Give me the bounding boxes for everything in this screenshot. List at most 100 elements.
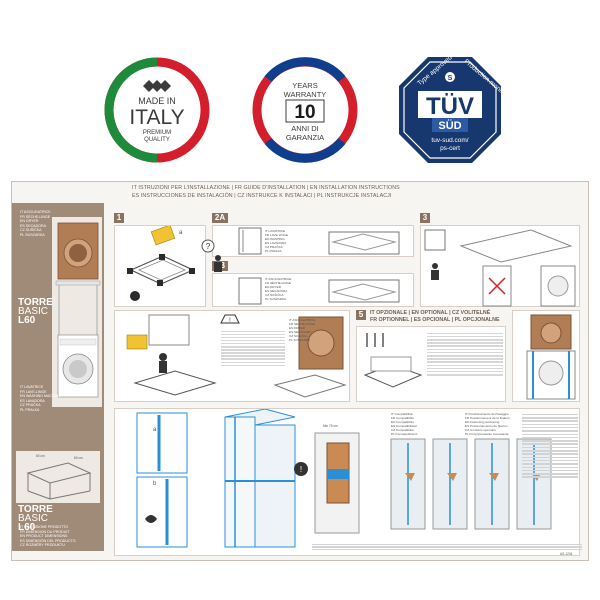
bottom-lang-list: IT DIMENSIONE PRODOTTO FR DIMENSION DU P…: [20, 525, 76, 548]
mid-lang-list: IT LAVATRICE FR LAVE-LINGE EN WASHING MA…: [20, 385, 61, 413]
label-a-step7: a: [153, 427, 157, 433]
tuv-check-icon: [445, 72, 455, 82]
list-item: CZ SUŠIČKA: [289, 333, 308, 338]
list-item: PL Kompatybilność: [391, 431, 418, 436]
step-5-drawing: [363, 333, 423, 388]
list-item: IT DIMENSIONE PRODOTTO: [20, 525, 69, 529]
tuv-word2: SÜD: [438, 119, 461, 132]
list-item: CZ Kompatibilita: [391, 427, 414, 432]
step-6-drawing: [526, 314, 576, 400]
step-4-panel: ! IT ASCIUGATRICE FR SÈCHE-LINGE EN DRYE…: [114, 310, 350, 402]
list-item: ES Compatibilidad: [391, 423, 417, 428]
list-item: IT Posizionamento del fissaggio: [465, 412, 509, 416]
step-7-panel: ! a b Min 75 cm IT Compatibilità FR Comp…: [114, 408, 580, 556]
list-item: EN Compatibility: [391, 419, 414, 424]
list-item: EN Fastening positioning: [465, 419, 500, 424]
step-2a-drawing: [238, 227, 400, 255]
step-3-number: 3: [420, 213, 430, 223]
warranty-badge: YEARS WARRANTY 10 ANNI DI GARANZIA: [252, 57, 358, 163]
svg-text:?: ?: [206, 242, 211, 251]
stack-illustration: [55, 222, 101, 398]
list-item: PL SUSZARKA: [265, 296, 287, 301]
footer-code: AS-1234: [560, 552, 573, 556]
list-item: PL PRALKA: [265, 248, 282, 253]
torre-label: TORRE: [18, 297, 53, 308]
label-b-step7: b: [153, 481, 157, 487]
list-item: PL SUSZARKA: [289, 337, 311, 342]
basic-label: BASIC: [18, 306, 49, 317]
step-5-panel: [356, 326, 506, 402]
list-item: ES SECADORA: [265, 288, 288, 293]
step-2b-panel: IT ASCIUGATRICE FR SÈCHE-LINGE EN DRYER …: [212, 273, 414, 307]
optional-header-row1: IT OPZIONALE | EN OPTIONAL | CZ VOLITELN…: [370, 310, 491, 316]
list-item: EN DRYER: [20, 219, 39, 224]
product-illustration-card: [52, 217, 102, 407]
step-4-list: IT ASCIUGATRICE FR SÈCHE-LINGE EN DRYER …: [289, 318, 316, 342]
italy-line2: ITALY: [129, 106, 184, 129]
list-item: ES LAVADORA: [20, 398, 45, 403]
list-item: ES SECADORA: [20, 223, 46, 228]
list-item: ES Posicionamiento de fijación: [465, 423, 508, 428]
svg-text:S: S: [448, 75, 453, 82]
top-lang-list: IT ASCIUGATRICE FR SÈCHE-LINGE EN DRYER …: [20, 210, 51, 238]
logo-icon: [143, 80, 171, 92]
list-item: IT ASCIUGATRICE: [289, 318, 316, 322]
list-item: IT ASCIUGATRICE: [265, 277, 292, 281]
tuv-url2: ps-cert: [440, 145, 460, 152]
italy-line1: MADE IN: [138, 96, 176, 106]
list-item: FR Compatibilité: [391, 415, 414, 420]
list-item: CZ Umístění upevnění: [465, 427, 496, 432]
header-line2: ES INSTRUCCIONES DE INSTALACIÓN | CZ INS…: [132, 193, 392, 199]
italy-line3: PREMIUM: [143, 130, 171, 136]
list-item: CZ PRAČKA: [20, 403, 41, 408]
list-item: PL SUSZARKA: [20, 232, 45, 237]
warranty-line2: WARRANTY: [284, 90, 327, 99]
step-2a-number: 2A: [212, 213, 228, 223]
list-item: ES SECADORA: [289, 329, 312, 334]
dim-width: 60 cm: [36, 454, 45, 458]
italy-line4: QUALITY: [144, 137, 170, 143]
list-item: IT ASCIUGATRICE: [20, 210, 51, 214]
warranty-number: 10: [294, 102, 315, 123]
list-item: PL Pozycjonowanie mocowania: [465, 431, 509, 436]
list-item: IT LAVATRICE: [265, 229, 286, 233]
step-4-drawing: !: [126, 314, 347, 398]
list-item: CZ SUŠIČKA: [265, 292, 284, 297]
list-item: EN DRYER: [289, 325, 305, 330]
list-item: PL PRALKA: [20, 407, 40, 412]
tuv-word1: TÜV: [426, 93, 474, 120]
footer-notes: [312, 542, 582, 552]
step-2a-panel: IT LAVATRICE FR LAVE-LINGE EN WASHING ES…: [212, 225, 414, 257]
fixing-list: IT Posizionamento del fissaggio FR Posit…: [465, 412, 510, 436]
list-item: IT LAVATRICE: [20, 385, 44, 389]
basic-label: BASIC: [18, 513, 49, 524]
list-item: FR SÈCHE-LINGE: [20, 214, 51, 219]
header-line1: IT ISTRUZIONI PER L'INSTALLAZIONE | FR G…: [132, 185, 400, 191]
product-title: TORRE BASIC L60: [18, 297, 53, 326]
list-item: EN PRODUCT DIMENSIONS: [20, 534, 68, 539]
optional-header-row2: FR OPTIONNEL | ES OPCIONAL | PL OPCJONAL…: [370, 317, 500, 323]
list-item: FR SÈCHE-LINGE: [265, 280, 291, 285]
svg-text:!: !: [300, 465, 302, 474]
warranty-line3: ANNI DI: [291, 124, 319, 133]
step-2b-drawing: [238, 277, 400, 305]
list-item: FR DIMENSION DU PRODUIT: [20, 529, 70, 534]
warranty-line1: YEARS: [292, 81, 317, 90]
list-item: ES LAVADORA: [265, 240, 287, 245]
list-item: FR Positionnement de la fixation: [465, 415, 510, 420]
list-item: CZ SUŠIČKA: [20, 228, 42, 233]
min-dimension-label: Min 75 cm: [323, 424, 338, 428]
step-7-drawing: !: [136, 408, 552, 548]
label-a: a: [179, 230, 183, 236]
step-2b-list: IT ASCIUGATRICE FR SÈCHE-LINGE EN DRYER …: [265, 277, 292, 301]
svg-text:!: !: [229, 318, 231, 324]
right-notes-column: [522, 412, 578, 480]
dim-depth: 60 cm: [74, 456, 83, 460]
list-item: FR SÈCHE-LINGE: [289, 321, 315, 326]
list-item: IT Compatibilità: [391, 412, 413, 416]
left-panel: IT ASCIUGATRICE FR SÈCHE-LINGE EN DRYER …: [12, 203, 104, 551]
torre-label: TORRE: [18, 504, 53, 515]
model-label: L60: [18, 315, 36, 326]
list-item: FR LAVE-LINGE: [20, 389, 47, 394]
step-6-panel: [512, 310, 580, 402]
